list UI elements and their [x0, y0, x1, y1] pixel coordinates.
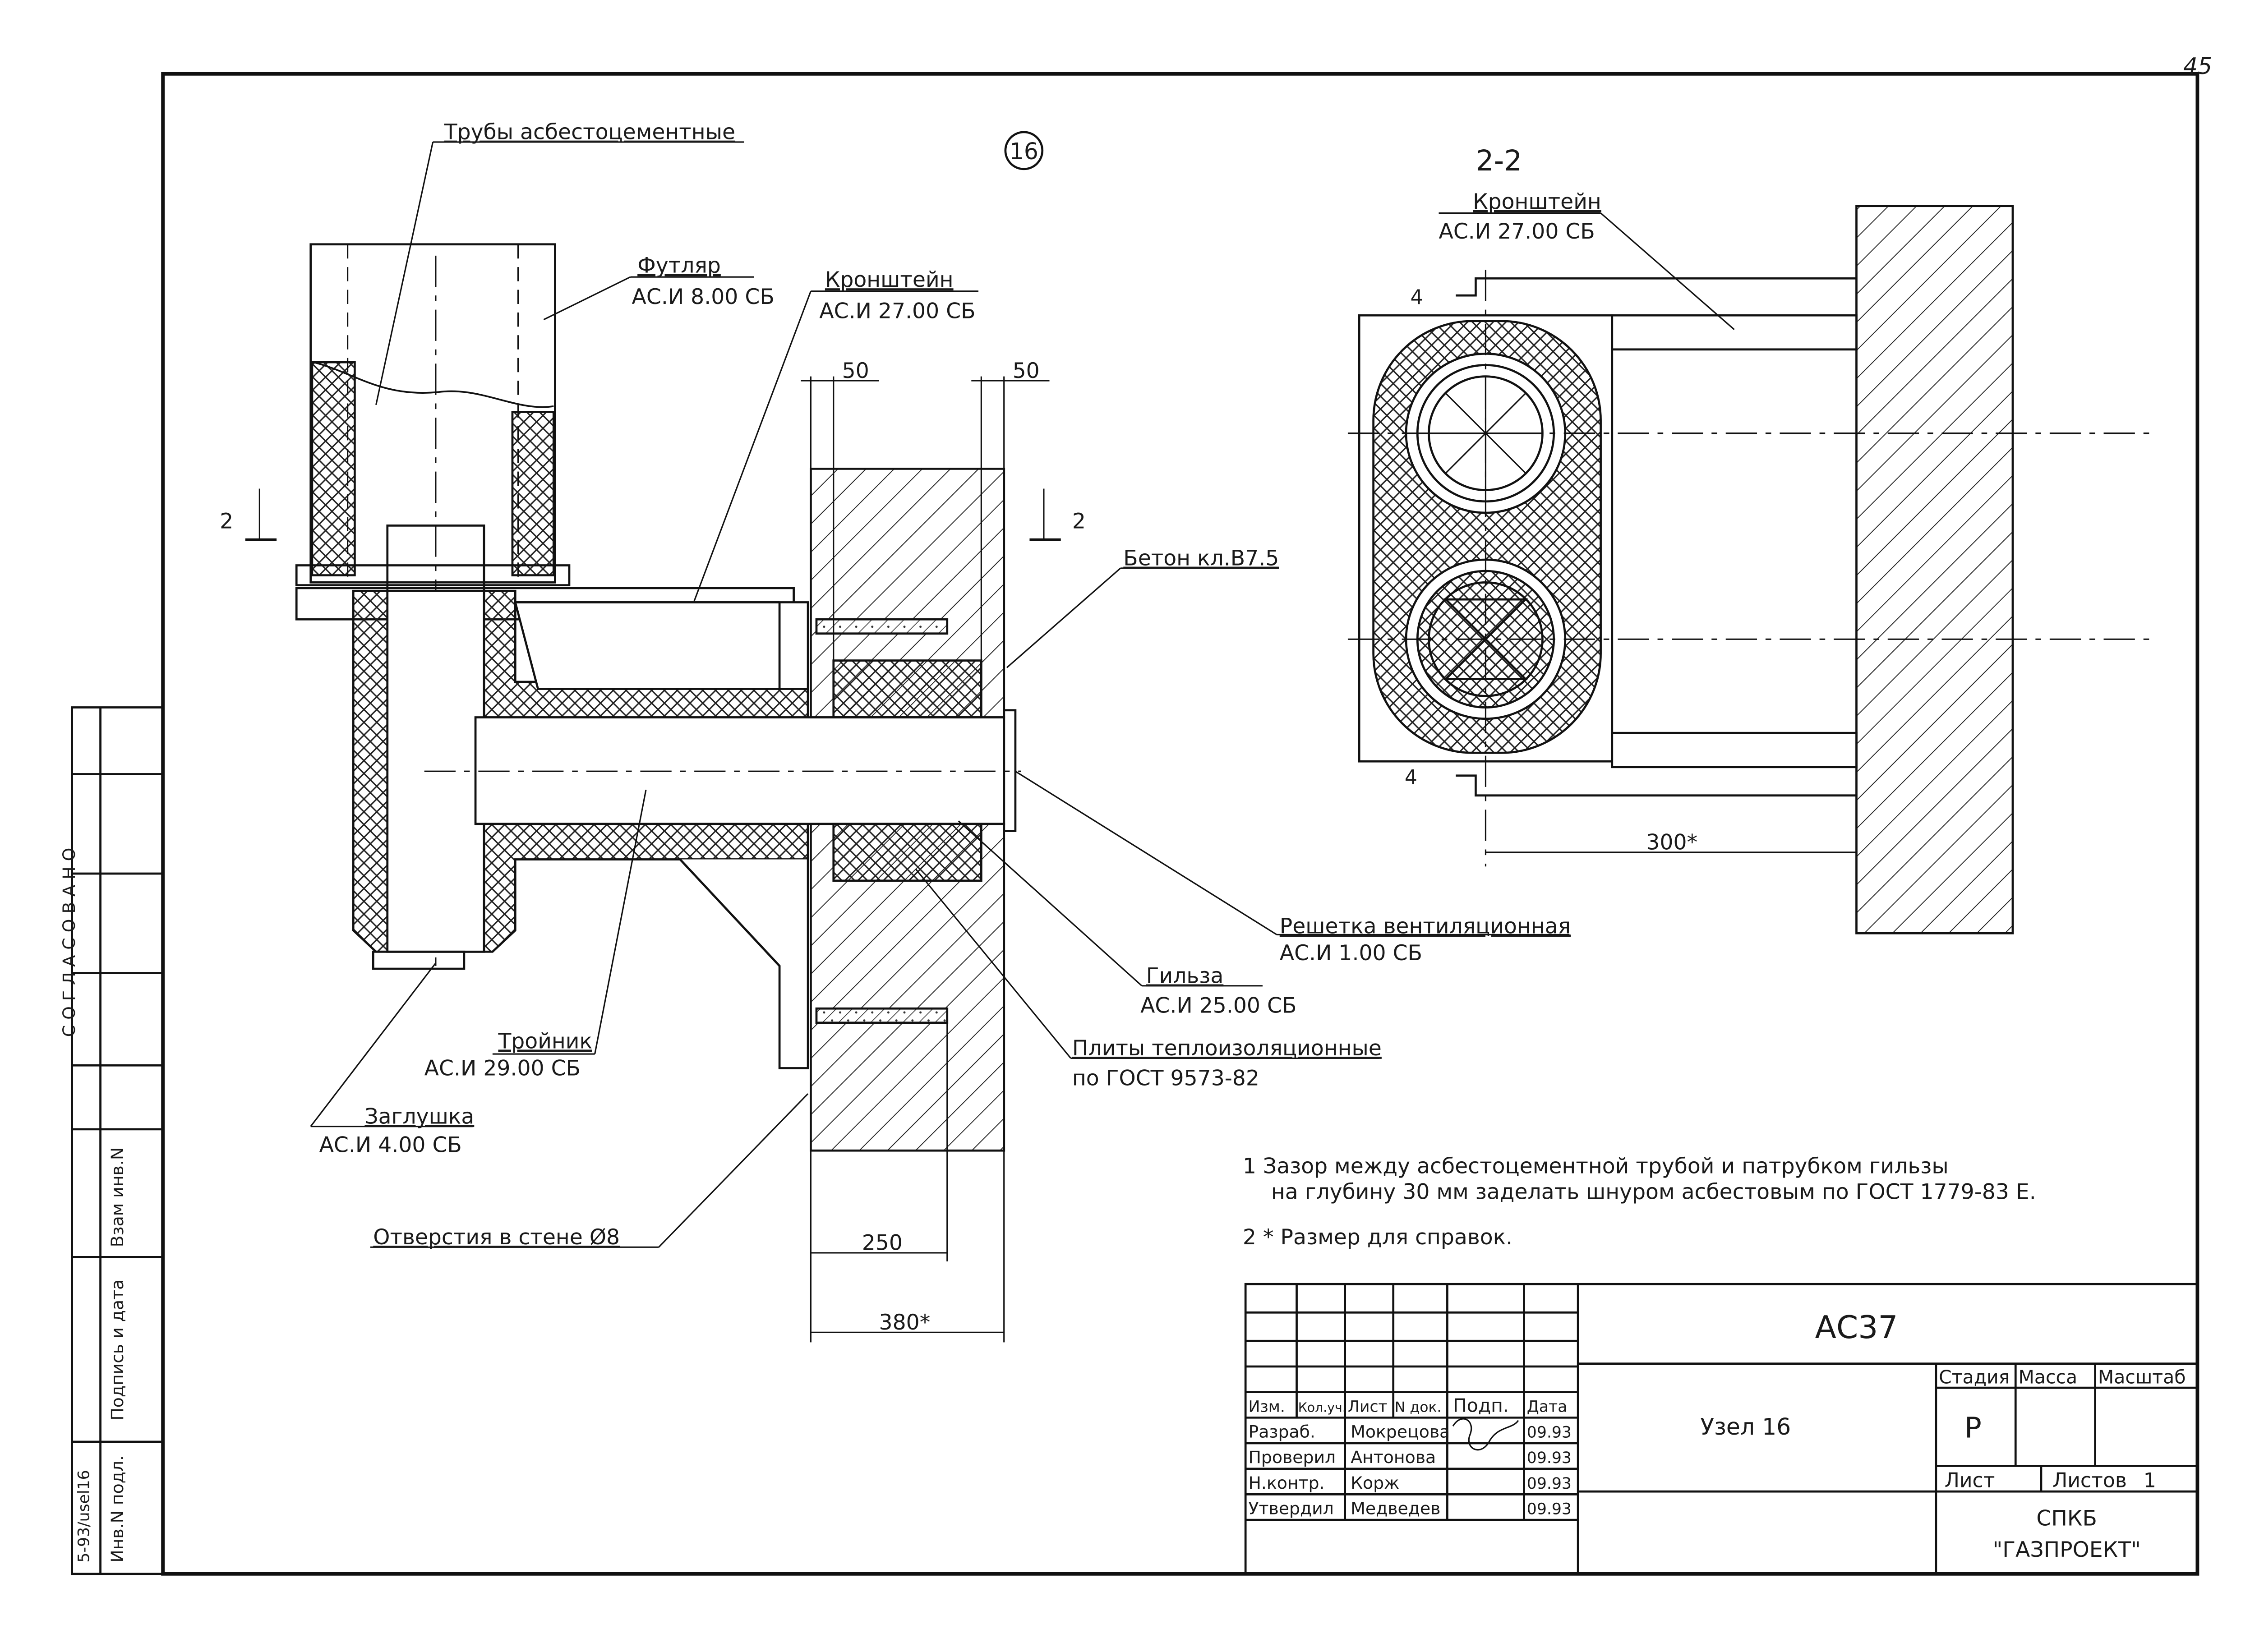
- side-sign-date: Подпись и дата: [107, 1279, 127, 1421]
- tb-row-4-name: Медведев: [1351, 1498, 1440, 1518]
- tb-row-2-date: 09.93: [1527, 1449, 1572, 1467]
- label-asbestos-pipes: Трубы асбестоцементные: [444, 120, 735, 145]
- tb-name: Узел 16: [1700, 1413, 1791, 1440]
- tb-h-kol: Кол.уч.: [1298, 1400, 1346, 1415]
- tb-scale-label: Масштаб: [2098, 1367, 2186, 1388]
- label-sleeve-code: АС.И 25.00 СБ: [1140, 994, 1296, 1018]
- dim-380: 380*: [879, 1310, 931, 1335]
- section-bracket-code: АС.И 27.00 СБ: [1439, 219, 1595, 244]
- tb-mass-label: Масса: [2019, 1367, 2078, 1388]
- dim-50-left: 50: [842, 359, 869, 383]
- case-insulation-right: [511, 411, 555, 576]
- tb-sheets: 1: [2144, 1469, 2156, 1492]
- label-case-title: Футляр: [637, 253, 721, 278]
- tb-row-3-name: Корж: [1351, 1473, 1399, 1493]
- tb-row-1-date: 09.93: [1527, 1423, 1572, 1441]
- note-1-line-2: на глубину 30 мм заделать шнуром асбесто…: [1271, 1179, 2036, 1204]
- label-sleeve-title: Гильза: [1146, 964, 1224, 989]
- side-file: 5-93/usel16: [75, 1470, 93, 1562]
- side-stamp: [71, 706, 164, 1575]
- tb-org-1: СПКБ: [2036, 1506, 2097, 1531]
- wall-insulation-top: [832, 659, 982, 718]
- signature: [1452, 1418, 1519, 1451]
- wall-insulation-bottom: [832, 823, 982, 882]
- side-agreed: С О Г Л А С О В А Н О: [59, 848, 79, 1037]
- label-tee-title: Тройник: [498, 1029, 592, 1054]
- tb-h-ndok: N док.: [1395, 1399, 1442, 1416]
- cut-mark-right: 2: [1072, 509, 1086, 534]
- side-inv-replace: Взам инв.N: [107, 1147, 127, 1247]
- label-plug-title: Заглушка: [364, 1104, 474, 1129]
- dim-50-right: 50: [1013, 359, 1040, 383]
- page-number: 45: [2183, 53, 2212, 79]
- label-plates-code: по ГОСТ 9573-82: [1072, 1066, 1259, 1091]
- dim-250: 250: [862, 1231, 903, 1256]
- cut-mark-left: 2: [220, 509, 233, 534]
- label-plates-title: Плиты теплоизоляционные: [1072, 1036, 1382, 1061]
- tb-row-2-role: Проверил: [1248, 1447, 1336, 1467]
- label-wall-holes: Отверстия в стене Ø8: [373, 1225, 620, 1250]
- title-block: [1244, 1283, 2199, 1575]
- section-wall: [1855, 205, 2014, 934]
- section-bracket-title: Кронштейн: [1473, 189, 1601, 214]
- label-case-code: АС.И 8.00 СБ: [632, 285, 775, 309]
- label-grille-code: АС.И 1.00 СБ: [1280, 941, 1422, 966]
- dim-300: 300*: [1646, 830, 1697, 855]
- case-pipe: [309, 243, 556, 584]
- bracket: [514, 601, 809, 690]
- tb-h-list: Лист: [1348, 1398, 1388, 1416]
- tb-sheets-label: Листов: [2052, 1469, 2127, 1492]
- section-view: [1347, 205, 2158, 934]
- label-plug-code: АС.И 4.00 СБ: [319, 1132, 462, 1157]
- note-2: 2 * Размер для справок.: [1243, 1225, 1512, 1250]
- node-number: 16: [1010, 138, 1038, 165]
- tb-row-1-name: Мокрецова: [1351, 1422, 1450, 1441]
- tb-code: АС37: [1815, 1310, 1898, 1346]
- tb-stage-label: Стадия: [1939, 1367, 2010, 1388]
- label-concrete: Бетон кл.В7.5: [1123, 546, 1279, 571]
- main-view: [245, 141, 1570, 1343]
- tb-h-izm: Изм.: [1248, 1398, 1285, 1416]
- label-tee-code: АС.И 29.00 СБ: [424, 1056, 581, 1081]
- tb-org-2: "ГАЗПРОЕКТ": [1993, 1537, 2141, 1562]
- tb-h-podp: Подп.: [1453, 1395, 1509, 1417]
- tb-row-4-role: Утвердил: [1248, 1498, 1333, 1518]
- note-1-line-1: 1 Зазор между асбестоцементной трубой и …: [1243, 1154, 1949, 1179]
- label-grille-title: Решетка вентиляционная: [1280, 914, 1571, 939]
- section-label: 2-2: [1476, 144, 1522, 177]
- tb-row-3-role: Н.контр.: [1248, 1473, 1324, 1493]
- section-mark-4-bottom: 4: [1405, 766, 1417, 789]
- tb-row-2-name: Антонова: [1351, 1447, 1436, 1467]
- tb-row-3-date: 09.93: [1527, 1475, 1572, 1493]
- label-bracket-title: Кронштейн: [825, 267, 954, 292]
- tb-row-4-date: 09.93: [1527, 1500, 1572, 1518]
- node-number-circle: [1004, 131, 1044, 170]
- side-inv-orig: Инв.N подл.: [107, 1455, 127, 1563]
- tb-h-date: Дата: [1527, 1398, 1568, 1416]
- tb-row-1-role: Разраб.: [1248, 1422, 1315, 1441]
- section-mark-4-top: 4: [1411, 286, 1423, 309]
- label-bracket-code: АС.И 27.00 СБ: [819, 299, 975, 324]
- tb-stage: Р: [1964, 1411, 1982, 1444]
- tb-sheet-label: Лист: [1945, 1469, 1995, 1492]
